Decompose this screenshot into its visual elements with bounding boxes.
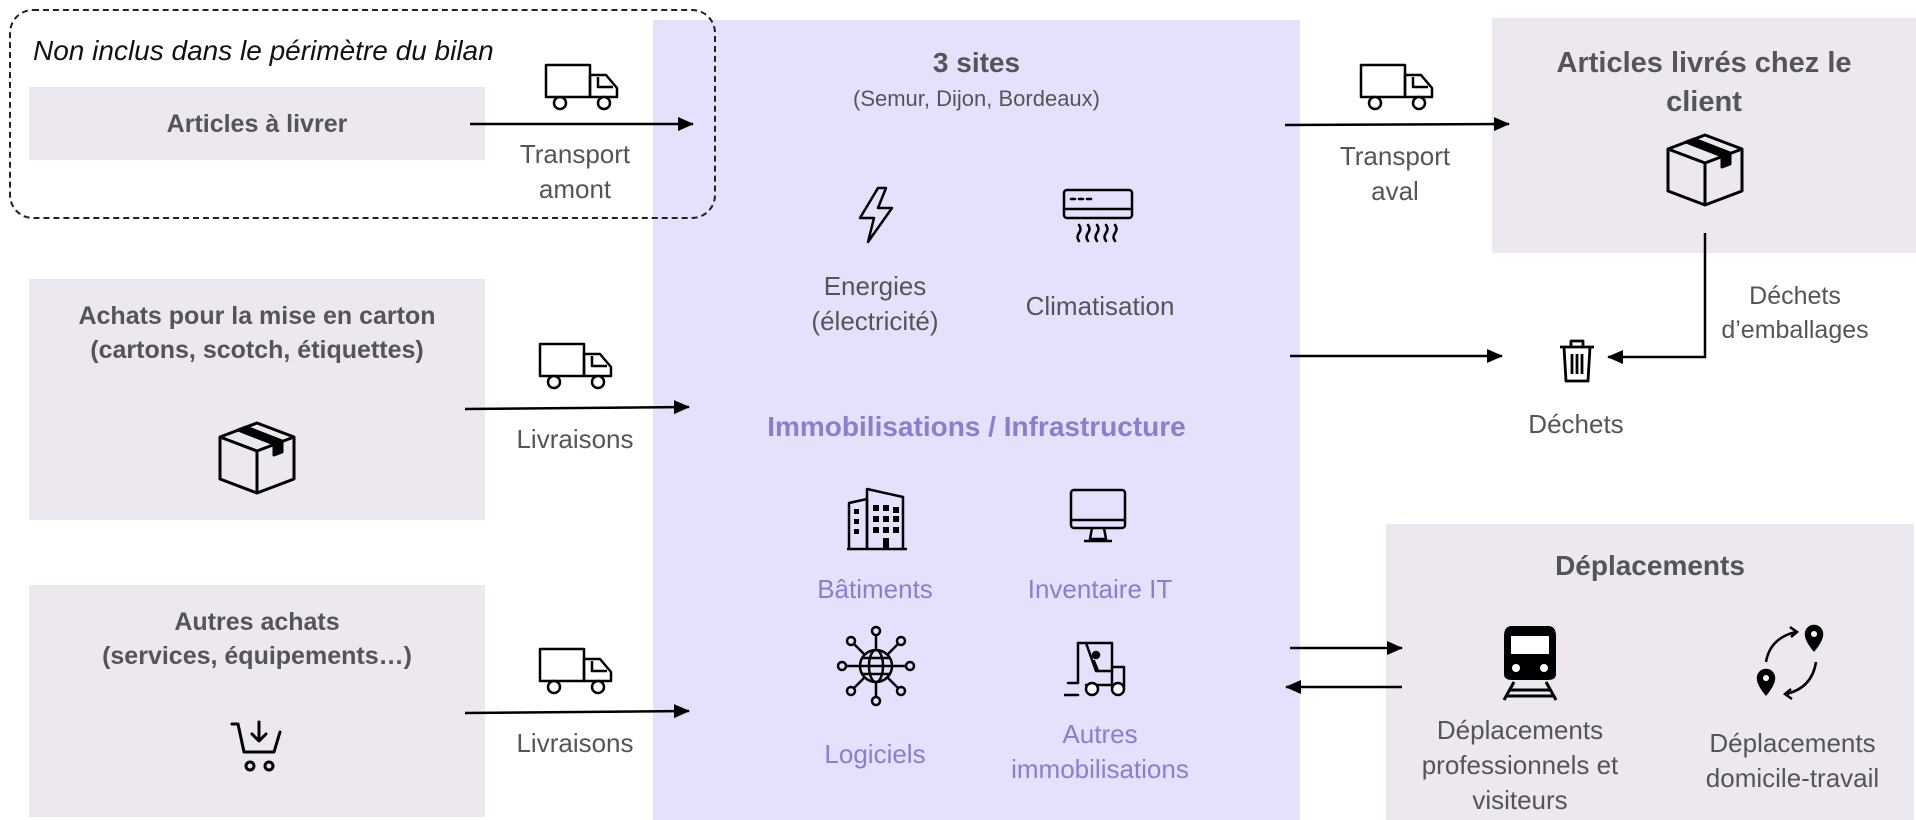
logiciels-label: Logiciels <box>824 739 926 769</box>
commute-pins-icon <box>1752 622 1830 706</box>
travel-commute-label: Déplacements domicile-travail <box>1680 726 1905 796</box>
transport-aval-line2: aval <box>1371 176 1419 207</box>
other-purchases-line1: Autres achats <box>174 608 340 636</box>
packaging-waste-label: Déchets d’emballages <box>1705 280 1885 348</box>
travel-pro-line3: visiteurs <box>1472 785 1568 816</box>
articles-to-deliver-label: Articles à livrer <box>166 110 348 138</box>
arrow-transport-aval <box>1284 117 1510 132</box>
truck-icon <box>537 644 615 700</box>
transport-aval-line1: Transport <box>1339 141 1451 171</box>
lightning-icon <box>854 186 898 244</box>
sites-block <box>653 20 1300 820</box>
building-icon <box>845 485 909 553</box>
out-of-scope-frame <box>9 9 716 219</box>
travel-commute-line1: Déplacements <box>1709 728 1876 758</box>
truck-icon <box>537 339 615 395</box>
truck-icon <box>543 60 621 116</box>
train-icon <box>1500 622 1560 702</box>
autres-immobilisations-label: Autres immobilisations <box>990 717 1210 787</box>
other-purchases-line2: (services, équipements…) <box>102 641 412 670</box>
arrow-livraisons-1 <box>464 400 690 415</box>
travel-box <box>1386 524 1914 820</box>
energy-line2: (électricité) <box>811 306 939 337</box>
energy-label: Energies (électricité) <box>790 269 960 339</box>
sites-subtitle: (Semur, Dijon, Bordeaux) <box>853 86 1100 111</box>
packaging-waste-line2: d’emballages <box>1721 315 1869 344</box>
travel-commute-line2: domicile-travail <box>1705 763 1880 794</box>
trash-icon <box>1558 338 1596 384</box>
waste-label: Déchets <box>1528 409 1624 439</box>
air-conditioner-icon <box>1061 187 1135 247</box>
travel-title: Déplacements <box>1555 550 1745 581</box>
inventaire-label: Inventaire IT <box>1027 574 1173 604</box>
box-icon <box>1664 131 1746 209</box>
livraisons-label-1: Livraisons <box>516 424 634 454</box>
delivered-title: Articles livrés chez le client <box>1492 44 1916 122</box>
transport-amont-line1: Transport <box>519 139 631 169</box>
autres-line2: immobilisations <box>1011 754 1189 785</box>
livraisons-label-2: Livraisons <box>516 728 634 758</box>
autres-line1: Autres <box>1062 719 1138 749</box>
other-purchases-box <box>29 585 485 817</box>
arrow-livraisons-2 <box>464 704 690 719</box>
packaging-waste-line1: Déchets <box>1749 282 1841 310</box>
delivered-line2: client <box>1666 86 1742 119</box>
immobilisations-title: Immobilisations / Infrastructure <box>767 411 1186 442</box>
purchases-title: Achats pour la mise en carton (cartons, … <box>29 300 485 368</box>
delivered-line1: Articles livrés chez le <box>1556 47 1852 79</box>
climatisation-label: Climatisation <box>1025 291 1175 321</box>
transport-amont-label: Transport amont <box>500 137 650 207</box>
monitor-icon <box>1068 487 1128 545</box>
out-of-scope-caption: Non inclus dans le périmètre du bilan <box>33 35 494 66</box>
box-icon <box>216 419 298 497</box>
purchases-title-line2: (cartons, scotch, étiquettes) <box>90 335 424 364</box>
arrow-packaging-waste <box>1607 233 1707 364</box>
travel-pro-line1: Déplacements <box>1436 715 1604 745</box>
articles-to-deliver-box <box>29 87 485 160</box>
travel-pro-label: Déplacements professionnels et visiteurs <box>1410 713 1630 818</box>
truck-icon <box>1358 60 1436 116</box>
sites-title: 3 sites <box>932 47 1021 78</box>
other-purchases-title: Autres achats (services, équipements…) <box>29 606 485 674</box>
transport-aval-label: Transport aval <box>1320 139 1470 209</box>
travel-pro-line2: professionnels et <box>1421 750 1619 781</box>
purchases-title-line1: Achats pour la mise en carton <box>78 302 436 330</box>
cart-icon <box>229 718 285 776</box>
energy-line1: Energies <box>823 271 927 301</box>
batiments-label: Bâtiments <box>817 574 933 604</box>
globe-network-icon <box>836 625 916 707</box>
forklift-icon <box>1064 637 1134 699</box>
transport-amont-line2: amont <box>538 174 612 205</box>
